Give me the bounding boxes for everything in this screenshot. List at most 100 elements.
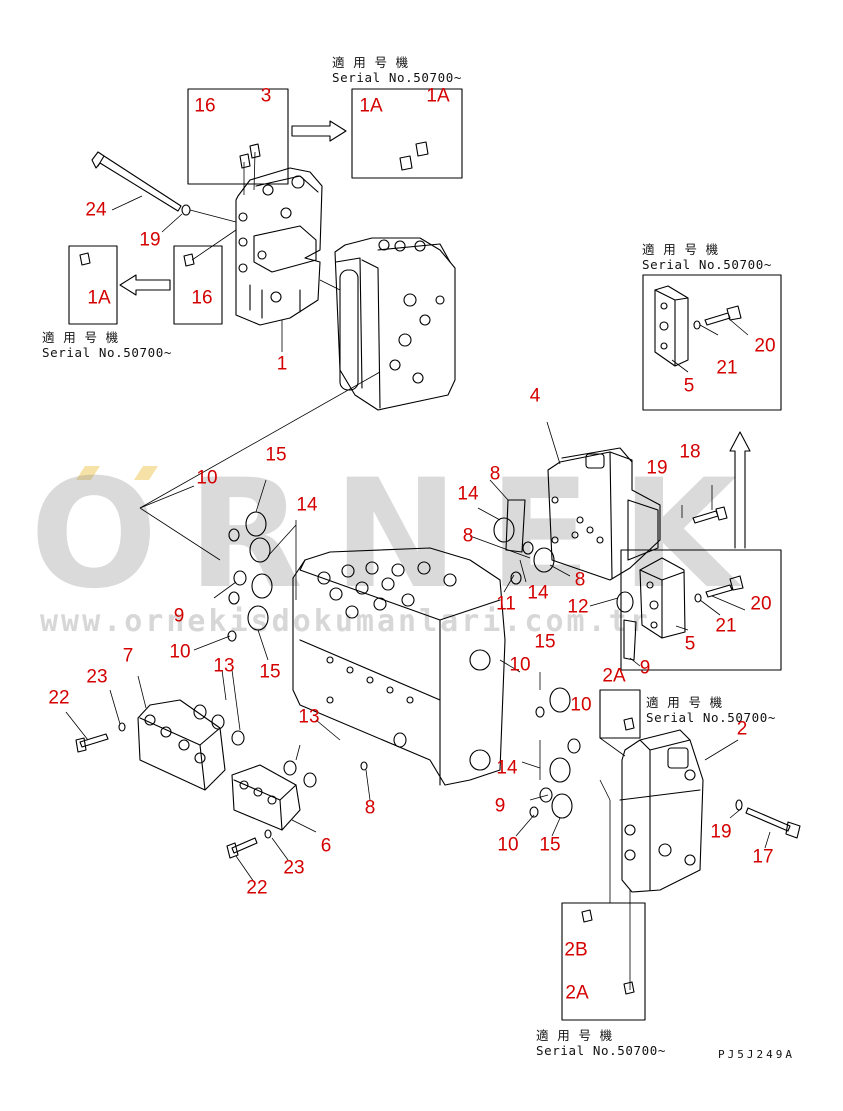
callout-14: 14 bbox=[527, 582, 549, 604]
callout-1: 1 bbox=[276, 353, 288, 375]
callout-8: 8 bbox=[574, 569, 586, 591]
callout-10: 10 bbox=[169, 641, 191, 663]
arrow-up bbox=[729, 431, 751, 549]
callout-2A: 2A bbox=[565, 982, 589, 1004]
serial-note-bottom-line1: 適 用 号 機 bbox=[536, 1028, 613, 1043]
watermark-logo: ÖRNEK bbox=[30, 470, 768, 600]
callout-11: 11 bbox=[496, 593, 516, 615]
serial-note-right-top: 適 用 号 機 Serial No.50700~ bbox=[642, 242, 772, 272]
callout-17: 17 bbox=[752, 846, 774, 868]
callout-10: 10 bbox=[497, 834, 519, 856]
callout-10: 10 bbox=[570, 694, 592, 716]
callout-5: 5 bbox=[683, 375, 695, 397]
callout-14: 14 bbox=[296, 494, 318, 516]
callout-1A: 1A bbox=[359, 95, 383, 117]
callout-22: 22 bbox=[246, 877, 268, 899]
callout-5: 5 bbox=[684, 633, 696, 655]
callout-9: 9 bbox=[173, 605, 185, 627]
callout-14: 14 bbox=[496, 757, 518, 779]
plate-5-mid bbox=[639, 557, 686, 639]
callout-8: 8 bbox=[489, 463, 501, 485]
callout-15: 15 bbox=[265, 444, 287, 466]
callout-8: 8 bbox=[364, 797, 376, 819]
callout-4: 4 bbox=[529, 385, 541, 407]
bolt-20-mid bbox=[705, 575, 744, 598]
callout-18: 18 bbox=[679, 441, 701, 463]
bolt-20-top bbox=[704, 305, 742, 326]
arrow-right bbox=[291, 120, 347, 142]
serial-note-right-mid: 適 用 号 機 Serial No.50700~ bbox=[646, 695, 776, 725]
callout-22: 22 bbox=[48, 687, 70, 709]
callout-6: 6 bbox=[320, 835, 332, 857]
callout-24: 24 bbox=[85, 199, 107, 221]
detail-box-left bbox=[68, 245, 118, 325]
callout-12: 12 bbox=[567, 596, 589, 618]
callout-15: 15 bbox=[534, 631, 556, 653]
serial-note-right-mid-line2: Serial No.50700~ bbox=[646, 710, 777, 725]
bolt-22-a bbox=[75, 733, 109, 753]
valve-section-2 bbox=[621, 729, 704, 893]
callout-13: 13 bbox=[213, 655, 235, 677]
callout-19: 19 bbox=[139, 229, 161, 251]
bolt-24 bbox=[91, 151, 182, 212]
callout-16: 16 bbox=[191, 287, 213, 309]
serial-note-top: 適 用 号 機 Serial No.50700~ bbox=[332, 55, 462, 85]
bolt-18 bbox=[692, 506, 728, 524]
drawing-id: PJ5J249A bbox=[718, 1048, 795, 1061]
callout-15: 15 bbox=[259, 661, 281, 683]
callout-2: 2 bbox=[736, 718, 748, 740]
callout-1A: 1A bbox=[426, 85, 450, 107]
callout-15: 15 bbox=[539, 834, 561, 856]
detail-box-right-top bbox=[642, 274, 782, 411]
main-valve-block-top bbox=[334, 237, 456, 411]
callout-13: 13 bbox=[298, 706, 320, 728]
serial-note-left: 適 用 号 機 Serial No.50700~ bbox=[42, 330, 172, 360]
serial-note-right-top-line2: Serial No.50700~ bbox=[642, 257, 773, 272]
callout-2B: 2B bbox=[564, 939, 588, 961]
serial-note-right-top-line1: 適 用 号 機 bbox=[642, 242, 719, 257]
serial-note-right-mid-line1: 適 用 号 機 bbox=[646, 695, 723, 710]
callout-14: 14 bbox=[457, 483, 479, 505]
callout-21: 21 bbox=[715, 615, 737, 637]
callout-3: 3 bbox=[260, 85, 272, 107]
callout-9: 9 bbox=[494, 795, 506, 817]
serial-note-left-line2: Serial No.50700~ bbox=[42, 345, 173, 360]
callout-10: 10 bbox=[196, 467, 218, 489]
callout-23: 23 bbox=[86, 666, 108, 688]
plate-5-top bbox=[654, 285, 689, 367]
callout-19: 19 bbox=[710, 821, 732, 843]
callout-16: 16 bbox=[194, 95, 216, 117]
main-valve-block bbox=[292, 547, 506, 786]
callout-23: 23 bbox=[283, 857, 305, 879]
serial-note-top-line1: 適 用 号 機 bbox=[332, 55, 409, 70]
watermark-url: www.ornekisdokumanlari.com.tr bbox=[40, 604, 651, 639]
detail-box-top-right bbox=[351, 88, 463, 179]
serial-note-top-line2: Serial No.50700~ bbox=[332, 70, 463, 85]
callout-1A: 1A bbox=[87, 287, 111, 309]
serial-note-left-line1: 適 用 号 機 bbox=[42, 330, 119, 345]
arrow-left bbox=[119, 274, 171, 296]
callout-10: 10 bbox=[509, 654, 531, 676]
detail-box-2A bbox=[599, 689, 641, 739]
callout-19: 19 bbox=[646, 457, 668, 479]
detail-box-mid bbox=[173, 245, 223, 325]
serial-note-bottom: 適 用 号 機 Serial No.50700~ bbox=[536, 1028, 666, 1058]
callout-2A: 2A bbox=[602, 665, 626, 687]
serial-note-bottom-line2: Serial No.50700~ bbox=[536, 1043, 667, 1058]
callout-21: 21 bbox=[716, 357, 738, 379]
callout-8: 8 bbox=[462, 525, 474, 547]
callout-7: 7 bbox=[122, 645, 134, 667]
callout-9: 9 bbox=[639, 657, 651, 679]
bolt-17 bbox=[745, 807, 801, 839]
bolt-22-b bbox=[226, 837, 258, 859]
end-block-6 bbox=[231, 764, 301, 831]
callout-20: 20 bbox=[754, 335, 776, 357]
detail-box-bottom bbox=[561, 902, 646, 1021]
end-block-7 bbox=[137, 699, 226, 791]
valve-section-1 bbox=[235, 167, 323, 326]
callout-20: 20 bbox=[750, 593, 772, 615]
valve-section-4 bbox=[547, 451, 661, 581]
detail-box-top-left bbox=[187, 88, 289, 185]
